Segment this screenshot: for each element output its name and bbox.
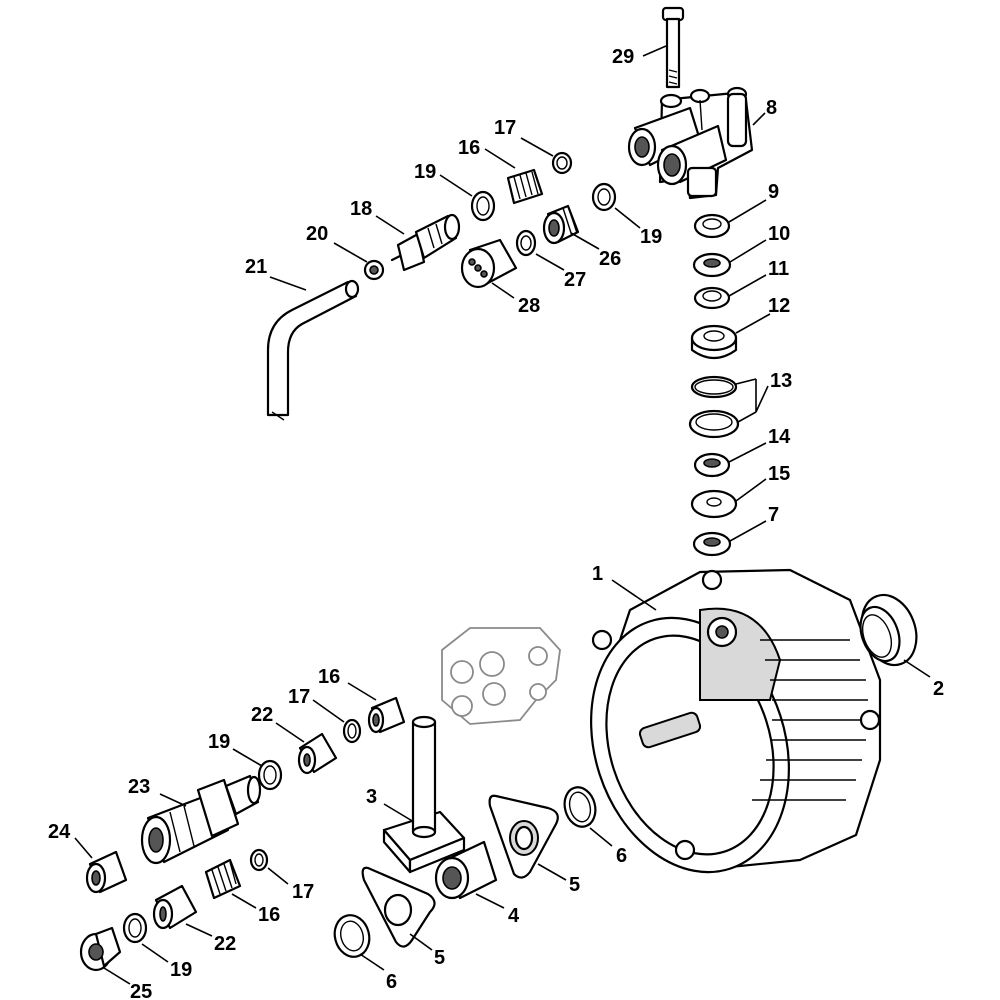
part-20-clip — [363, 259, 385, 281]
part-19-oring-upper-right — [591, 182, 617, 212]
callout-6: 6 — [616, 845, 627, 867]
callout-17: 17 — [292, 881, 314, 903]
callout-10: 10 — [768, 223, 790, 245]
part-11-washer — [693, 286, 731, 310]
part-4-bushing — [434, 840, 498, 900]
part-22-sleeve-lower — [152, 884, 198, 930]
part-16-filter-upper — [506, 168, 544, 205]
callout-26: 26 — [599, 248, 621, 270]
callout-22: 22 — [214, 933, 236, 955]
part-25-plug — [79, 926, 122, 972]
callout-11: 11 — [768, 258, 789, 280]
callout-labels: 29 8 17 16 19 18 20 21 19 26 27 28 9 10 … — [48, 46, 944, 1000]
callout-9: 9 — [768, 181, 779, 203]
part-13-ring — [688, 409, 740, 439]
part-12-retainer — [690, 324, 738, 360]
part-19-oring-mid — [257, 759, 283, 791]
part-6-ring-lower — [333, 914, 371, 958]
part-17-oring-upper — [551, 151, 573, 175]
callout-7: 7 — [768, 504, 779, 526]
callout-19: 19 — [170, 959, 192, 981]
callout-5: 5 — [434, 947, 445, 969]
part-29-bolt — [661, 6, 685, 89]
callout-12: 12 — [768, 295, 790, 317]
callout-16: 16 — [258, 904, 280, 926]
callout-27: 27 — [564, 269, 586, 291]
callout-5: 5 — [569, 874, 580, 896]
callout-28: 28 — [518, 295, 540, 317]
callout-16: 16 — [458, 137, 480, 159]
callout-4: 4 — [508, 905, 520, 927]
callout-22: 22 — [251, 704, 273, 726]
part-10-seal — [692, 252, 732, 278]
part-24-plug — [85, 850, 128, 894]
callout-17: 17 — [288, 686, 310, 708]
callout-21: 21 — [245, 256, 267, 278]
callout-23: 23 — [128, 776, 150, 798]
callout-19: 19 — [414, 161, 436, 183]
part-7-seal — [692, 531, 732, 557]
part-9-washer — [693, 213, 731, 239]
callout-16: 16 — [318, 666, 340, 688]
part-13-oring — [690, 375, 738, 399]
part-16-filter-lower — [204, 858, 242, 900]
callout-1: 1 — [592, 563, 603, 585]
part-19-oring-lower — [122, 912, 148, 944]
manifold-outline — [441, 627, 561, 725]
part-14-seal — [693, 452, 731, 478]
part-5-plate-upper — [488, 794, 559, 879]
part-26-seat — [542, 204, 580, 245]
part-17-oring-lower — [249, 848, 269, 872]
callout-25: 25 — [130, 981, 152, 1000]
part-17-oring-mid — [342, 718, 362, 744]
callout-2: 2 — [933, 678, 944, 700]
part-15-washer — [690, 489, 738, 519]
leader-lines — [74, 45, 931, 985]
part-16-filter-mid — [367, 696, 406, 734]
part-18-valve — [390, 213, 461, 272]
callout-14: 14 — [768, 426, 791, 448]
part-5-plate-lower — [361, 866, 436, 948]
part-6-ring-upper — [563, 786, 597, 828]
part-1-housing — [590, 568, 882, 874]
callout-18: 18 — [350, 198, 372, 220]
part-2-seal-ring — [859, 593, 918, 667]
callout-3: 3 — [366, 786, 377, 808]
callout-15: 15 — [768, 463, 790, 485]
part-27-oring — [515, 229, 537, 257]
callout-29: 29 — [612, 46, 634, 68]
part-28-cap — [460, 238, 518, 289]
callout-17: 17 — [494, 117, 516, 139]
part-3-piston — [382, 715, 466, 874]
callout-20: 20 — [306, 223, 328, 245]
callout-24: 24 — [48, 821, 71, 843]
part-23-nipple — [140, 774, 262, 865]
part-22-sleeve-upper — [297, 732, 338, 775]
callout-8: 8 — [766, 97, 777, 119]
callout-6: 6 — [386, 971, 397, 993]
part-8-valve-head — [627, 86, 754, 200]
callout-19: 19 — [640, 226, 662, 248]
callout-19: 19 — [208, 731, 230, 753]
callout-13: 13 — [770, 370, 792, 392]
part-21-hose — [266, 279, 360, 421]
part-19-oring-upper-left — [470, 190, 496, 222]
